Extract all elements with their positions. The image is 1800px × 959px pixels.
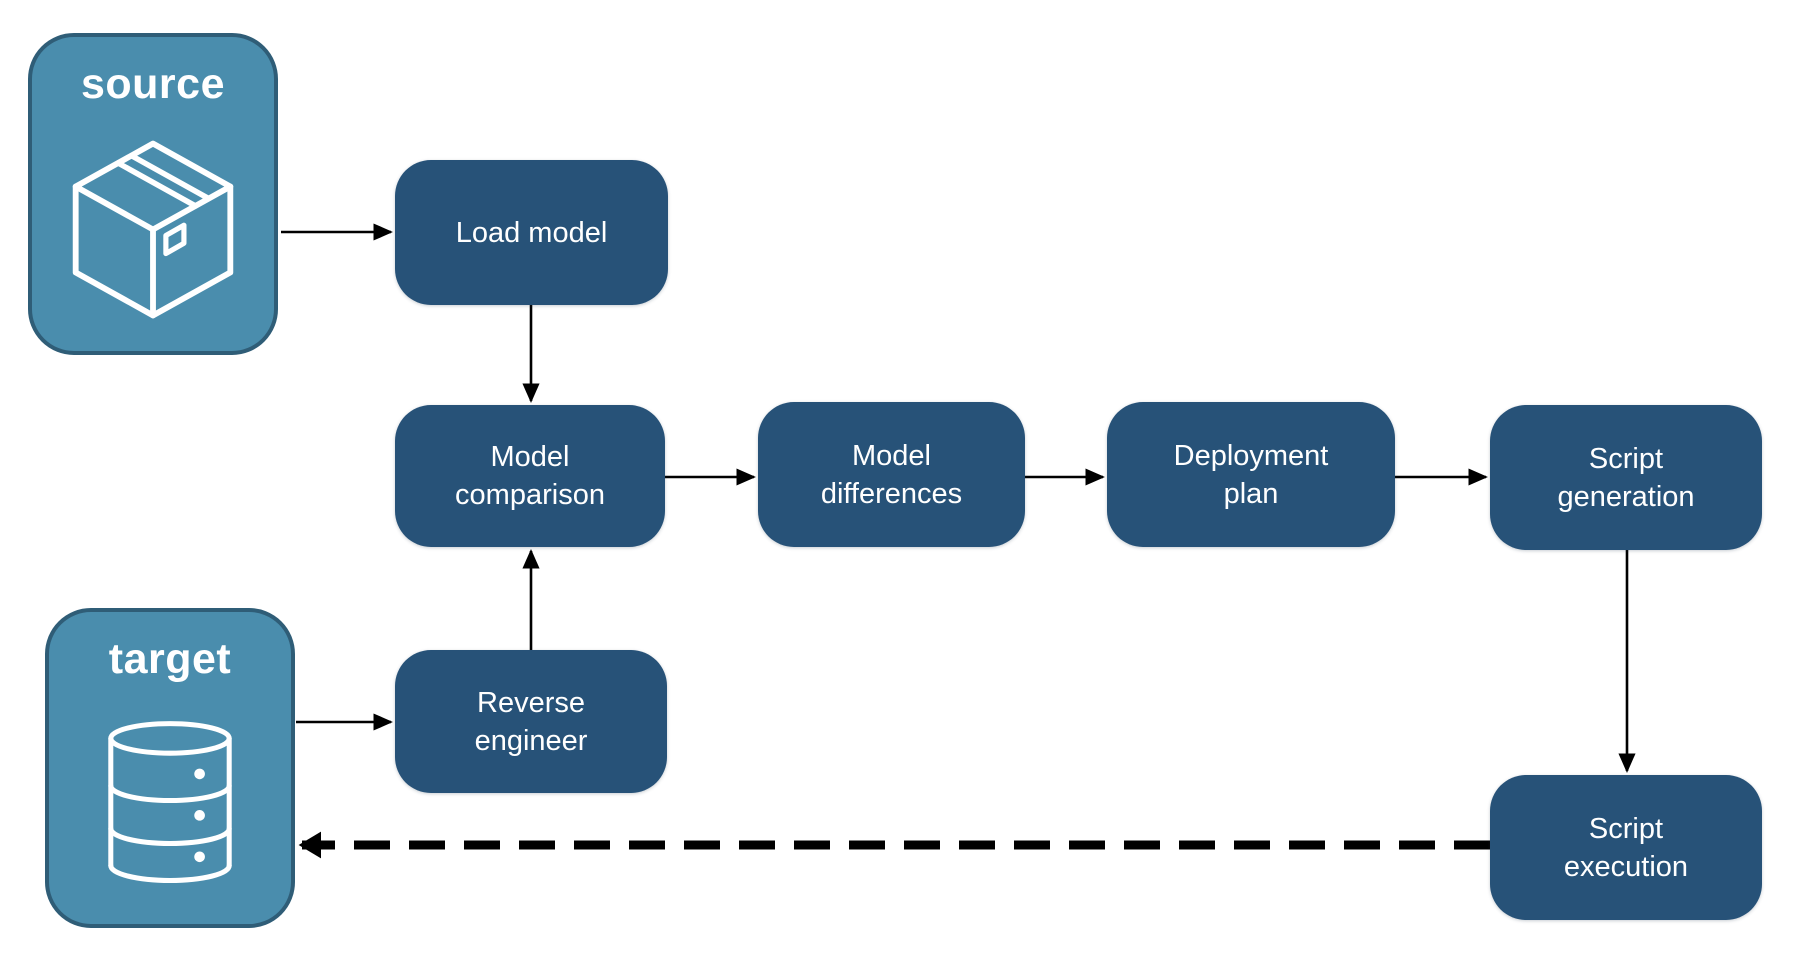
target-node: target [45, 608, 295, 928]
node-label: Script generation [1557, 442, 1695, 513]
node-deployment-plan: Deployment plan [1107, 402, 1395, 547]
node-label: Model comparison [455, 441, 605, 511]
node-label: Reverse engineer [474, 686, 588, 757]
source-label: source [80, 60, 225, 108]
node-label: Deployment plan [1173, 439, 1329, 510]
node-script-generation: Script generation [1490, 405, 1762, 550]
node-label: Model differences [820, 439, 963, 510]
node-load-model: Load model [395, 160, 668, 305]
node-reverse-engineer: Reverse engineer [395, 650, 667, 793]
node-model-differences: Model differences [758, 402, 1025, 547]
source-node: source [28, 33, 278, 355]
node-script-execution: Script execution [1490, 775, 1762, 920]
database-icon [108, 721, 232, 884]
node-model-comparison: Model comparison [395, 405, 665, 547]
package-icon [72, 140, 234, 319]
node-label: Script execution [1563, 812, 1689, 883]
node-label: Load model [455, 216, 608, 249]
target-label: target [108, 635, 232, 683]
